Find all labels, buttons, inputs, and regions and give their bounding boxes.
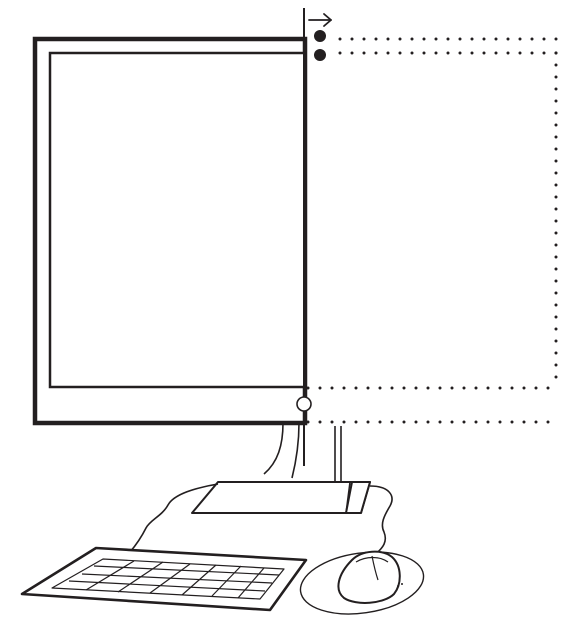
keyboard-cable xyxy=(129,483,219,553)
keyboard xyxy=(20,546,308,612)
monitor-screen xyxy=(48,51,307,389)
mouse xyxy=(337,550,403,604)
monitor-stand-neck xyxy=(263,422,342,482)
mouse-cable xyxy=(369,485,393,553)
dot-icon xyxy=(314,49,326,61)
power-button-icon xyxy=(296,396,312,412)
dot-icon xyxy=(314,30,326,42)
extended-screen-outline xyxy=(306,37,562,424)
monitor-base xyxy=(191,481,371,514)
right-arrow-icon xyxy=(308,13,332,27)
